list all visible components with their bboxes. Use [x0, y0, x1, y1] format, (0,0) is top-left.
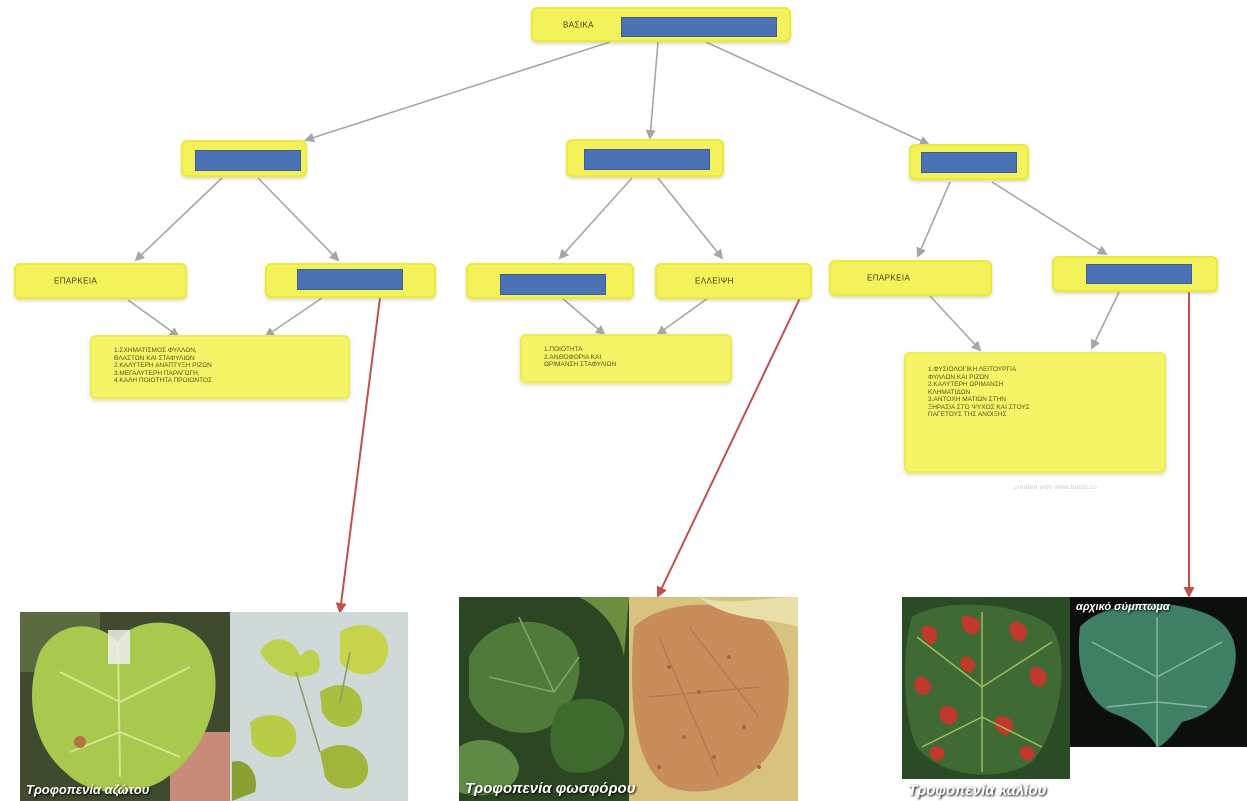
edge-b1-left: [134, 177, 223, 262]
redaction-box: [621, 17, 777, 37]
detail-line: 1.ΦΥΣΙΟΛΟΓΙΚΗ ΛΕΙΤΟΥΡΓΙΑ: [928, 366, 1017, 373]
edge-b3-right-detail: [1090, 289, 1121, 350]
b3-leaf-left: ΕΠΑΡΚΕΙΑ: [829, 260, 992, 296]
edge-b3-left: [916, 181, 951, 258]
b1-leaf-left-label: ΕΠΑΡΚΕΙΑ: [54, 276, 98, 286]
edge-b1-right-detail: [264, 297, 323, 338]
b2-leaf-right-label: ΕΛΛΕΙΨΗ: [695, 276, 734, 286]
leaf-photo-illustration: [20, 612, 408, 801]
redaction-box: [584, 149, 710, 170]
photo-phosphorus-deficiency: Τροφοπενία φωσφόρου: [459, 597, 798, 801]
b3-leaf-right: [1052, 256, 1218, 292]
edge-b2-right: [657, 177, 724, 260]
redaction-box: [1086, 264, 1192, 284]
branch1-node: [181, 140, 307, 177]
edge-b2-right-detail: [656, 297, 709, 336]
redaction-box: [500, 274, 606, 295]
watermark: created with www.bubbl.us: [1014, 485, 1098, 491]
edge-b1-right: [257, 177, 340, 262]
edge-root-branch1: [304, 41, 611, 143]
photo-caption: Τροφοπενία φωσφόρου: [465, 780, 636, 797]
detail-line: 1.ΠΟΙΟΤΗΤΑ: [544, 346, 583, 353]
branch3-node: [909, 144, 1029, 180]
leaf-photo-illustration: [902, 597, 1247, 779]
root-node: ΒΑΣΙΚΑ: [531, 7, 791, 42]
detail-line: ΩΡΙΜΑΝΣΗ ΣΤΑΦΥΛΙΩΝ: [544, 361, 617, 368]
photo-potassium-deficiency: αρχικό σύμπτωμα Τροφοπενία καλίου: [902, 597, 1247, 801]
detail-line: 2.ΚΑΛΥΤΕΡΗ ΑΝΑΠΤΥΞΗ ΡΙΖΩΝ: [114, 362, 212, 369]
photo-caption: Τροφοπενία αζώτου: [26, 782, 150, 797]
detail-line: 2.ΑΝΘΟΦΟΡΙΑ ΚΑΙ: [544, 353, 602, 361]
b1-detail-box: 1.ΣΧΗΜΑΤΙΣΜΟΣ ΦΥΛΛΩΝ, ΒΛΑΣΤΩΝ ΚΑΙ ΣΤΑΦΥΛ…: [90, 335, 350, 399]
photo-nitrogen-deficiency: Τροφοπενία αζώτου: [20, 612, 408, 801]
photo-overlay-label: αρχικό σύμπτωμα: [1076, 601, 1170, 613]
detail-line: 2.ΚΑΛΥΤΕΡΗ ΩΡΙΜΑΝΣΗ: [928, 381, 1004, 388]
redaction-box: [921, 152, 1017, 173]
detail-line: 1.ΣΧΗΜΑΤΙΣΜΟΣ ΦΥΛΛΩΝ,: [114, 347, 197, 354]
detail-line: ΒΛΑΣΤΩΝ ΚΑΙ ΣΤΑΦΥΛΙΩΝ: [114, 354, 195, 362]
detail-line: 3.ΑΝΤΟΧΗ ΜΑΤΙΩΝ ΣΤΗΝ: [928, 396, 1006, 403]
edge-b3-left-detail: [929, 295, 982, 352]
b3-leaf-left-label: ΕΠΑΡΚΕΙΑ: [867, 273, 911, 283]
red-arrow-b1: [335, 297, 381, 614]
redaction-box: [195, 150, 301, 171]
edge-b2-left-detail: [561, 297, 606, 336]
b3-detail-box: 1.ΦΥΣΙΟΛΟΓΙΚΗ ΛΕΙΤΟΥΡΓΙΑ ΦΥΛΛΩΝ ΚΑΙ ΡΙΖΩ…: [904, 352, 1166, 473]
edge-b3-right: [991, 181, 1108, 256]
photo-caption: Τροφοπενία καλίου: [908, 782, 1047, 799]
b2-leaf-left: [466, 263, 634, 299]
b1-leaf-left: ΕΠΑΡΚΕΙΑ: [14, 263, 187, 299]
detail-line: ΦΥΛΛΩΝ ΚΑΙ ΡΙΖΩΝ: [928, 373, 989, 381]
detail-line: ΚΛΗΜΑΤΙΔΩΝ: [928, 388, 971, 396]
root-label: ΒΑΣΙΚΑ: [563, 20, 594, 29]
redaction-box: [297, 269, 403, 290]
detail-line: 4.ΚΑΛΗ ΠΟΙΟΤΗΤΑ ΠΡΟΙΟΝΤΟΣ: [114, 377, 213, 384]
b2-leaf-right: ΕΛΛΕΙΨΗ: [655, 263, 812, 299]
b1-leaf-right: [265, 263, 436, 298]
branch2-node: [566, 139, 724, 177]
red-arrow-b2: [656, 297, 801, 598]
detail-line: ΞΗΡΑΣΙΑ ΣΤΟ ΨΥΧΟΣ ΚΑΙ ΣΤΟΥΣ: [928, 403, 1030, 411]
detail-line: 3.ΜΕΓΑΛΥΤΕΡΗ ΠΑΡΑΓΩΓΗ,: [114, 369, 200, 377]
edge-root-branch2: [645, 41, 659, 140]
edge-b2-left: [558, 177, 633, 260]
leaf-photo-illustration: [459, 597, 798, 801]
detail-line: ΠΑΓΕΤΟΥΣ ΤΗΣ ΑΝΟΙΞΗΣ: [928, 411, 1007, 418]
edge-b1-left-detail: [127, 299, 180, 338]
b2-detail-box: 1.ΠΟΙΟΤΗΤΑ 2.ΑΝΘΟΦΟΡΙΑ ΚΑΙ ΩΡΙΜΑΝΣΗ ΣΤΑΦ…: [520, 334, 732, 383]
edge-root-branch3: [705, 41, 930, 146]
